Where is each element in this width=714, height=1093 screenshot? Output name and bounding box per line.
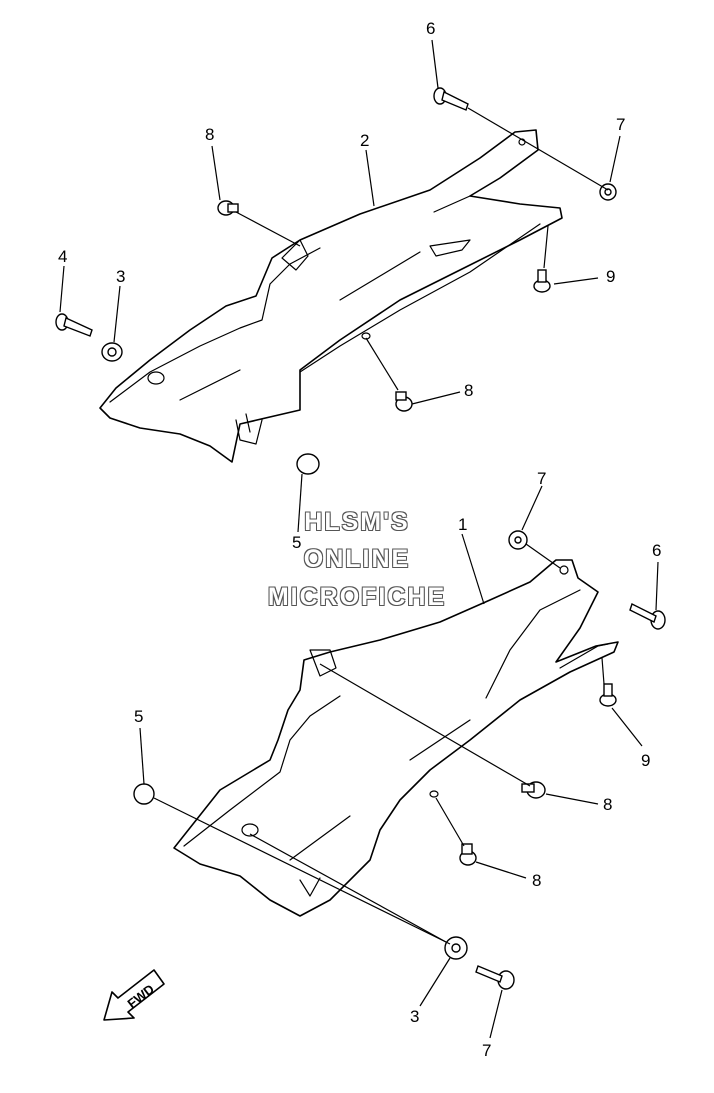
bolt-6-upper	[433, 87, 469, 111]
callout-9-bottom: 9	[641, 751, 650, 770]
callout-8-top: 8	[205, 125, 214, 144]
callout-5-bottom: 5	[134, 707, 143, 726]
grommet-3-lower	[444, 936, 468, 960]
callout-7-top: 7	[616, 115, 625, 134]
callout-2: 2	[360, 131, 369, 150]
clip-8-upper	[217, 200, 239, 216]
callout-6-top: 6	[426, 19, 435, 38]
forward-arrow-icon: FWD	[103, 969, 165, 1021]
callout-3-top: 3	[116, 267, 125, 286]
callout-9-top: 9	[606, 267, 615, 286]
bolt-7-lower	[475, 965, 515, 990]
side-cover-upper	[99, 129, 563, 463]
callout-1: 1	[458, 515, 467, 534]
callout-7-middle: 7	[537, 469, 546, 488]
callout-8-bottom-a: 8	[603, 795, 612, 814]
clip-9-upper	[533, 269, 551, 293]
grommet-5-lower	[133, 783, 155, 805]
callout-3-bottom: 3	[410, 1007, 419, 1026]
callout-6-middle: 6	[652, 541, 661, 560]
clip-8-lower-b	[459, 843, 477, 866]
bolt-4	[55, 313, 93, 337]
callout-8-middle: 8	[464, 381, 473, 400]
clip-8-middle	[395, 391, 413, 412]
callout-7-bottom: 7	[482, 1041, 491, 1060]
watermark-line-3: MICROFICHE	[267, 583, 447, 611]
bolt-6-lower	[629, 603, 666, 630]
clip-8-lower-a	[521, 781, 546, 799]
grommet-5-upper	[296, 453, 320, 475]
clip-9-lower	[599, 683, 617, 707]
callout-8-bottom-b: 8	[532, 871, 541, 890]
leader-lines	[59, 39, 659, 1039]
callout-4: 4	[58, 247, 67, 266]
grommet-3-upper	[101, 342, 123, 362]
side-cover-lower	[173, 559, 619, 917]
watermark-line-1: HLSM'S	[304, 508, 410, 536]
watermark-line-2: ONLINE	[303, 545, 411, 573]
nut-7-middle	[508, 530, 528, 550]
callout-5-top: 5	[292, 533, 301, 552]
